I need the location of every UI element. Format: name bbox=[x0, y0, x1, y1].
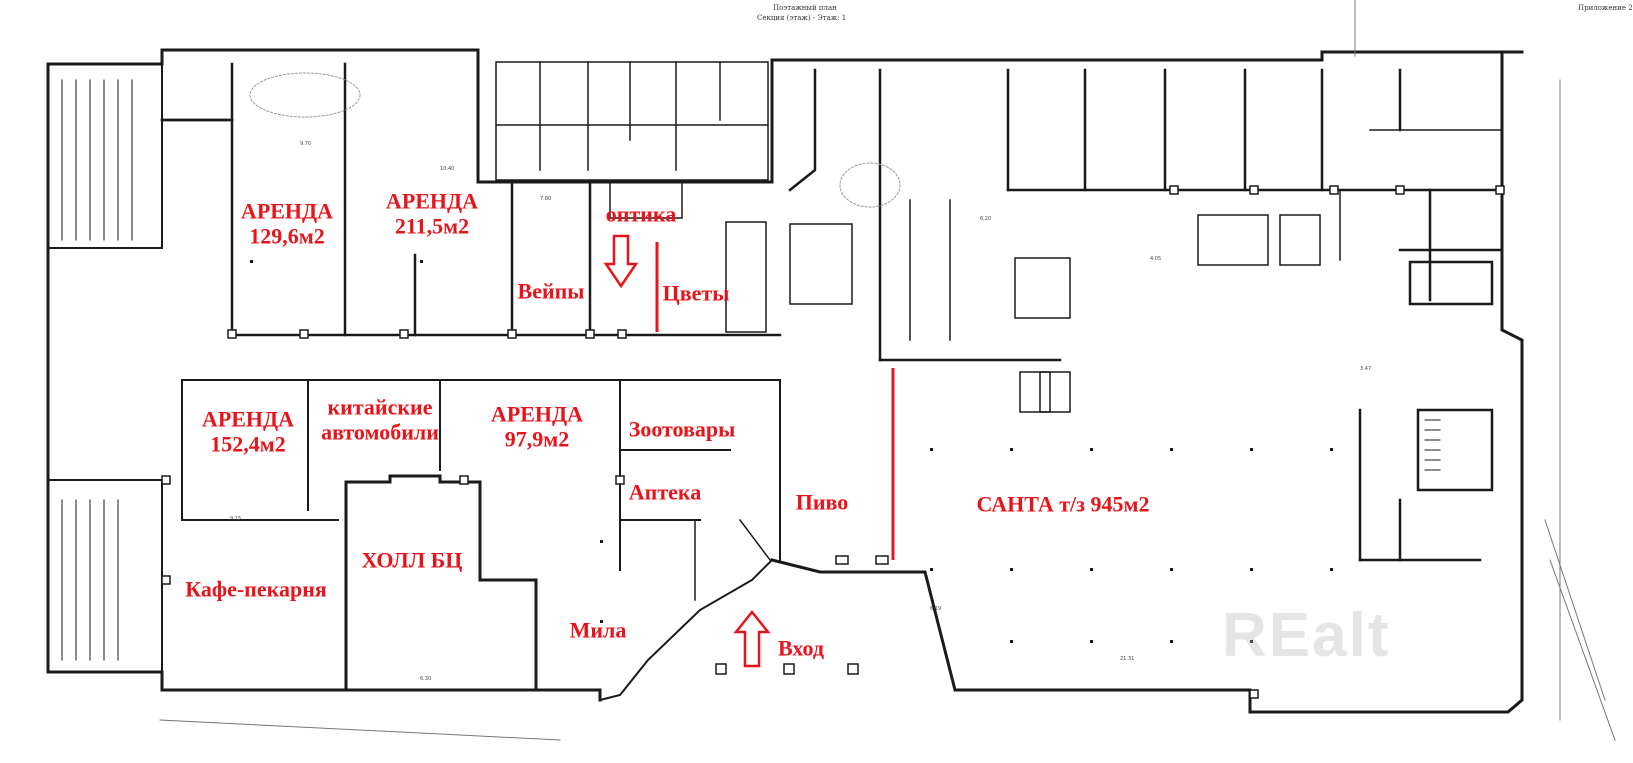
label-pivo: Пиво bbox=[795, 489, 849, 515]
svg-text:9.70: 9.70 bbox=[300, 141, 311, 147]
label-kafe-pekarnya: Кафе-пекарня bbox=[185, 576, 327, 602]
svg-text:10.40: 10.40 bbox=[440, 166, 454, 172]
entrance-diagonal bbox=[598, 558, 774, 702]
svg-text:7.80: 7.80 bbox=[540, 196, 551, 202]
label-vhod: Вход bbox=[777, 635, 825, 661]
svg-text:9.15: 9.15 bbox=[230, 516, 241, 522]
svg-text:6.30: 6.30 bbox=[420, 676, 431, 682]
down-arrow-icon bbox=[603, 234, 639, 289]
plan-title: Поэтажный план bbox=[773, 4, 837, 12]
appendix-label: Приложение 2 bbox=[1578, 4, 1633, 12]
svg-text:3.47: 3.47 bbox=[1360, 366, 1371, 372]
label-arenda-129-line1: АРЕНДА bbox=[240, 198, 334, 224]
label-arenda-129: АРЕНДА 129,6м2 bbox=[241, 199, 333, 248]
label-holl-bc: ХОЛЛ БЦ bbox=[361, 547, 463, 573]
svg-text:6.20: 6.20 bbox=[980, 216, 991, 222]
plan-subtitle: Секция (этаж) - Этаж: 1 bbox=[757, 14, 847, 22]
label-arenda-152: АРЕНДА 152,4м2 bbox=[202, 407, 294, 456]
label-mila: Мила bbox=[569, 617, 627, 643]
label-arenda-211-line1: АРЕНДА bbox=[385, 188, 479, 214]
label-arenda-97: АРЕНДА 97,9м2 bbox=[491, 402, 583, 451]
label-arenda-129-line2: 129,6м2 bbox=[249, 223, 325, 248]
label-arenda-152-line2: 152,4м2 bbox=[210, 431, 286, 456]
label-zootovary: Зоотовары bbox=[628, 416, 736, 442]
label-apteka: Аптека bbox=[628, 479, 702, 505]
label-chinese-cars-line1: китайские bbox=[327, 394, 433, 420]
label-santa: САНТА т/з 945м2 bbox=[976, 491, 1150, 517]
label-arenda-97-line1: АРЕНДА bbox=[490, 401, 584, 427]
svg-text:6.19: 6.19 bbox=[930, 606, 941, 612]
stair-block-bottom bbox=[47, 479, 163, 673]
outer-wall-left bbox=[46, 48, 1524, 184]
outer-wall-right bbox=[1248, 50, 1524, 714]
label-chinese-cars-line2: автомобили bbox=[321, 419, 439, 444]
label-veipy: Вейпы bbox=[517, 278, 585, 304]
stair-block-top bbox=[47, 63, 163, 249]
label-arenda-211: АРЕНДА 211,5м2 bbox=[386, 189, 478, 238]
label-arenda-211-line2: 211,5м2 bbox=[394, 213, 470, 238]
svg-text:4.05: 4.05 bbox=[1150, 256, 1161, 262]
label-chinese-cars: китайские автомобили bbox=[321, 395, 439, 444]
svg-text:21.31: 21.31 bbox=[1120, 656, 1134, 662]
up-arrow-icon bbox=[733, 609, 771, 668]
outer-wall-bottom-left bbox=[46, 62, 602, 702]
label-arenda-152-line1: АРЕНДА bbox=[201, 406, 295, 432]
watermark-logo: REalt bbox=[1222, 601, 1391, 670]
label-optika: оптика bbox=[605, 201, 677, 227]
label-arenda-97-line2: 97,9м2 bbox=[504, 426, 570, 451]
outer-wall-bottom bbox=[770, 558, 1252, 714]
label-tsvety: Цветы bbox=[662, 280, 730, 306]
